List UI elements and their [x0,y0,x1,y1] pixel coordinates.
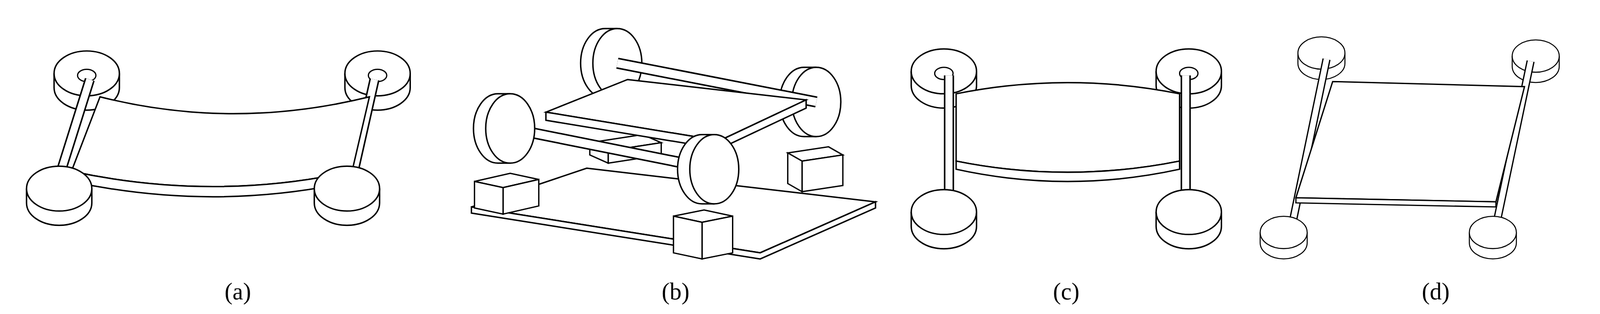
vehicle-c [911,48,1222,249]
vehicle-b [471,28,876,259]
panel-label: (c) [1053,277,1080,306]
vehicle-a [26,51,411,226]
vehicle-d [1260,36,1560,259]
panel-label: (a) [224,277,252,306]
panel-label: (d) [1422,277,1450,306]
panel-label: (b) [661,277,690,306]
